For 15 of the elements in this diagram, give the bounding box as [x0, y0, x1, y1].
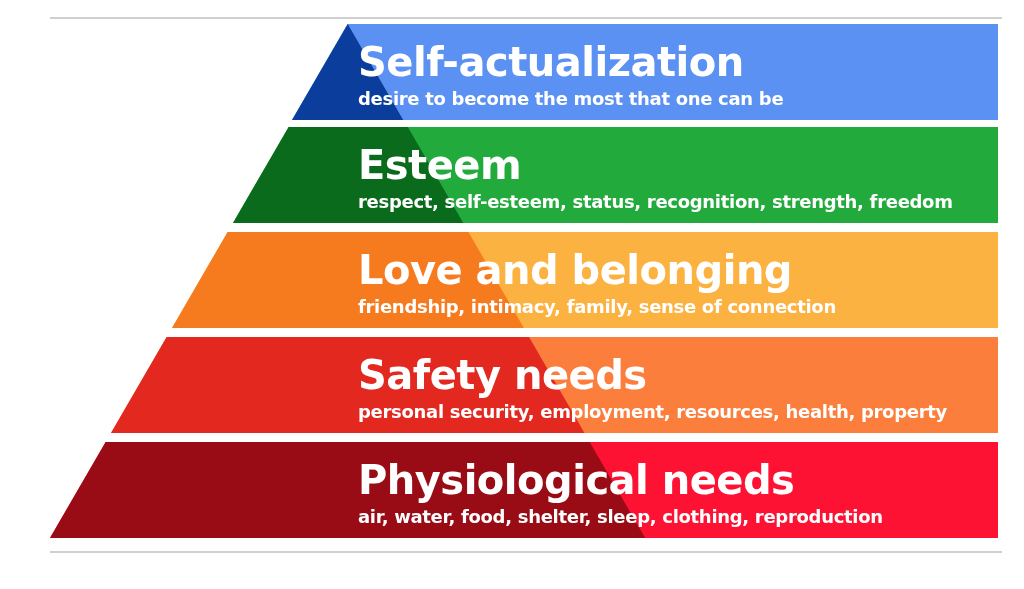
tier-description: desire to become the most that one can be	[358, 88, 784, 110]
tier-description: personal security, employment, resources, health, property	[358, 401, 947, 423]
pyramid-tier	[49, 442, 998, 538]
pyramid-tier	[110, 337, 998, 433]
tier-description: respect, self-esteem, status, recognition, strength, freedom	[358, 191, 953, 213]
tier-title: Love and belonging	[358, 247, 792, 293]
tier-title: Safety needs	[358, 352, 647, 398]
pyramid-tier	[232, 127, 998, 223]
pyramid-tier	[171, 232, 998, 328]
tier-description: friendship, intimacy, family, sense of connection	[358, 296, 836, 318]
tier-title: Self-actualization	[358, 39, 744, 85]
tier-description: air, water, food, shelter, sleep, clothing, reproduction	[358, 506, 883, 528]
pyramid-tier	[292, 24, 998, 120]
tier-title: Esteem	[358, 142, 522, 188]
tier-title: Physiological needs	[358, 457, 795, 503]
